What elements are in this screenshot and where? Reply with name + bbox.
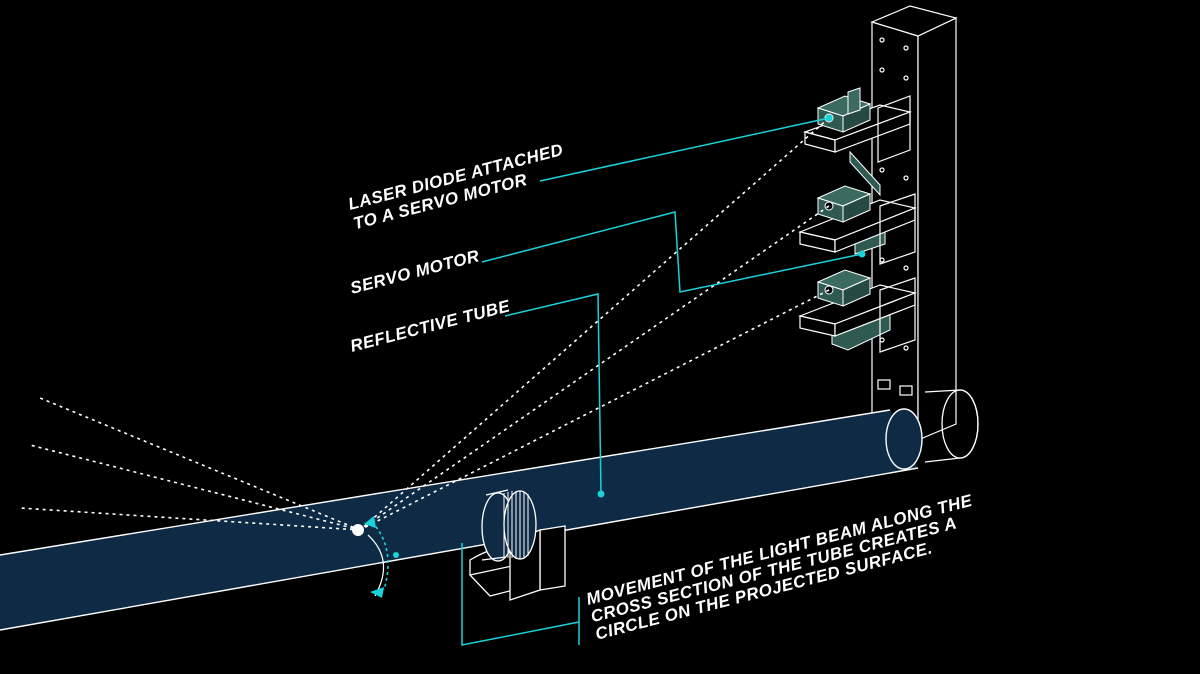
- label-laser-diode: LASER DIODE ATTACHED TO A SERVO MOTOR: [346, 140, 565, 233]
- reflective-tube-label: REFLECTIVE TUBE: [348, 296, 512, 356]
- leader-dots: [597, 114, 866, 498]
- rotation-arrow: [371, 521, 389, 591]
- laser-mount-2: [797, 185, 918, 265]
- rotation-arrowhead-top: [364, 516, 376, 528]
- rotation-arrowhead-bottom: [370, 587, 384, 598]
- gear-teeth: [503, 491, 529, 559]
- laser-beams: [19, 117, 830, 531]
- laser-mount-3: [797, 269, 918, 353]
- servo-motor-label: SERVO MOTOR: [348, 246, 481, 298]
- reflective-tube: [0, 408, 923, 631]
- tube-rotation-dot: [393, 552, 399, 558]
- reflection-point: [352, 524, 364, 536]
- tube-end-cap: [924, 389, 979, 463]
- movement-label-line2: CROSS SECTION OF THE TUBE CREATES A: [589, 513, 959, 626]
- leader-lines: [461, 117, 863, 646]
